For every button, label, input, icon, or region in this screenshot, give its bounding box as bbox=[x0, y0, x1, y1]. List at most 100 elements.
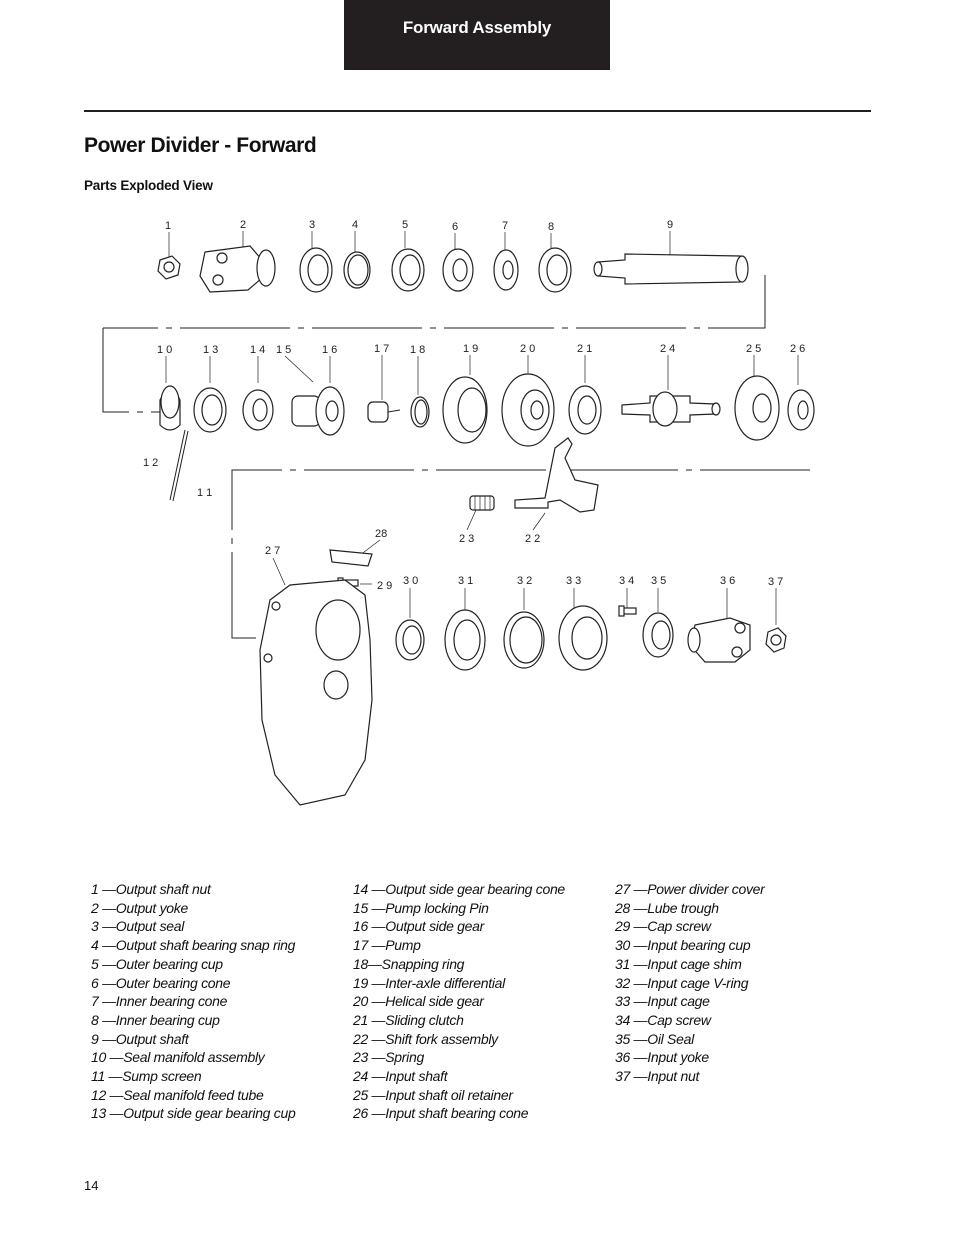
page-title: Power Divider - Forward bbox=[84, 134, 317, 157]
legend-item: 24 —Input shaft bbox=[353, 1068, 448, 1085]
callout-33: 3 3 bbox=[566, 575, 581, 587]
callout-5: 5 bbox=[402, 219, 408, 231]
legend-item: 16 —Output side gear bbox=[353, 918, 484, 935]
input-cage-shim-icon bbox=[444, 609, 486, 671]
output-side-gear-icon bbox=[291, 386, 345, 436]
header-rule bbox=[84, 110, 871, 112]
legend-item: 20 —Helical side gear bbox=[353, 993, 484, 1010]
callout-6: 6 bbox=[452, 221, 458, 233]
callout-37: 3 7 bbox=[768, 576, 783, 588]
output-shaft-icon bbox=[593, 253, 749, 285]
legend-item: 18—Snapping ring bbox=[353, 955, 465, 972]
legend-item: 35 —Oil Seal bbox=[615, 1030, 694, 1047]
input-bearing-cup-icon bbox=[395, 619, 425, 661]
inner-bearing-cup-icon bbox=[538, 247, 572, 293]
input-cage-icon bbox=[558, 605, 608, 671]
row-2-parts bbox=[159, 373, 815, 502]
outer-bearing-cup-icon bbox=[391, 248, 425, 292]
legend-item: 4 —Output shaft bearing snap ring bbox=[91, 937, 296, 954]
input-nut-icon bbox=[765, 627, 787, 653]
section-tab-label: Forward Assembly bbox=[402, 18, 552, 37]
input-cage-v-ring-icon bbox=[503, 611, 545, 669]
feed-tube-icon bbox=[169, 429, 189, 502]
callout-26: 2 6 bbox=[790, 343, 805, 355]
row-1-parts bbox=[157, 245, 749, 293]
legend-item: 22 —Shift fork assembly bbox=[353, 1030, 498, 1047]
legend-item: 31 —Input cage shim bbox=[615, 955, 742, 972]
callout-22: 2 2 bbox=[525, 533, 540, 545]
helical-side-gear-icon bbox=[501, 373, 555, 447]
legend-item: 25 —Input shaft oil retainer bbox=[353, 1086, 513, 1103]
callout-8: 8 bbox=[548, 221, 554, 233]
exploded-view-diagram: 1 2 3 4 5 6 7 8 9 1 0 1 3 1 4 1 5 1 6 1 … bbox=[102, 219, 815, 806]
legend-column-3: 27 —Power divider cover 28 —Lube trough … bbox=[615, 880, 765, 1086]
assembly-guides bbox=[102, 275, 810, 639]
legend-item: 1 —Output shaft nut bbox=[91, 881, 211, 897]
legend-item: 30 —Input bearing cup bbox=[615, 937, 751, 954]
callout-16: 1 6 bbox=[322, 344, 337, 356]
legend-item: 3 —Output seal bbox=[91, 918, 185, 935]
legend-item: 10 —Seal manifold assembly bbox=[91, 1049, 265, 1066]
inner-bearing-cone-icon bbox=[493, 249, 519, 291]
callout-20: 2 0 bbox=[520, 343, 535, 355]
spring-icon bbox=[469, 495, 495, 511]
oil-retainer-icon bbox=[734, 375, 780, 441]
callout-29: 2 9 bbox=[377, 580, 392, 592]
callout-9: 9 bbox=[667, 219, 673, 231]
row-3-parts bbox=[259, 437, 787, 806]
power-divider-cover-icon bbox=[259, 579, 373, 806]
input-shaft-icon bbox=[621, 391, 721, 427]
callout-21: 2 1 bbox=[577, 343, 592, 355]
callout-1: 1 bbox=[165, 220, 171, 232]
callout-36: 3 6 bbox=[720, 575, 735, 587]
output-yoke-icon bbox=[199, 245, 276, 293]
legend-item: 37 —Input nut bbox=[615, 1068, 700, 1085]
legend-item: 26 —Input shaft bearing cone bbox=[353, 1105, 529, 1122]
inter-axle-differential-icon bbox=[442, 376, 488, 444]
legend-item: 9 —Output shaft bbox=[91, 1030, 189, 1047]
callout-15: 1 5 bbox=[276, 344, 291, 356]
callout-11: 1 1 bbox=[197, 487, 212, 499]
legend-item: 23 —Spring bbox=[353, 1049, 424, 1066]
callout-labels: 1 2 3 4 5 6 7 8 9 1 0 1 3 1 4 1 5 1 6 1 … bbox=[143, 219, 805, 592]
callout-27: 2 7 bbox=[265, 545, 280, 557]
callout-32: 3 2 bbox=[517, 575, 532, 587]
legend-item: 34 —Cap screw bbox=[615, 1011, 711, 1028]
legend-item: 8 —Inner bearing cup bbox=[91, 1011, 220, 1028]
legend-item: 28 —Lube trough bbox=[615, 899, 719, 916]
cap-screw-34-icon bbox=[618, 605, 637, 617]
callout-14: 1 4 bbox=[250, 344, 265, 356]
shift-fork-icon bbox=[514, 437, 599, 513]
legend-item: 14 —Output side gear bearing cone bbox=[353, 881, 565, 897]
leader-lines bbox=[165, 231, 799, 625]
outer-bearing-cone-icon bbox=[442, 248, 474, 292]
output-side-gear-cup-icon bbox=[193, 387, 227, 433]
legend-item: 7 —Inner bearing cone bbox=[91, 993, 228, 1010]
lube-trough-icon bbox=[329, 549, 373, 567]
legend-item: 15 —Pump locking Pin bbox=[353, 899, 489, 916]
output-seal-icon bbox=[299, 247, 333, 293]
legend-item: 11 —Sump screen bbox=[91, 1068, 202, 1085]
legend-item: 27 —Power divider cover bbox=[615, 881, 765, 897]
legend-item: 19 —Inter-axle differential bbox=[353, 974, 505, 991]
legend-item: 12 —Seal manifold feed tube bbox=[91, 1086, 264, 1103]
side-gear-cone-icon bbox=[242, 389, 274, 431]
legend-item: 21 —Sliding clutch bbox=[353, 1011, 464, 1028]
page-number: 14 bbox=[84, 1178, 99, 1193]
legend-item: 6 —Outer bearing cone bbox=[91, 974, 231, 991]
oil-seal-icon bbox=[642, 612, 674, 658]
pump-icon bbox=[367, 401, 401, 423]
output-shaft-nut-icon bbox=[157, 255, 181, 280]
legend-column-1: 1 —Output shaft nut 2 —Output yoke 3 —Ou… bbox=[91, 880, 296, 1123]
callout-13: 1 3 bbox=[203, 344, 218, 356]
legend-item: 17 —Pump bbox=[353, 937, 421, 954]
snap-ring-icon bbox=[343, 251, 371, 289]
callout-28: 28 bbox=[375, 528, 387, 540]
legend-item: 13 —Output side gear bearing cup bbox=[91, 1105, 296, 1122]
input-shaft-bearing-cone-icon bbox=[787, 389, 815, 431]
callout-12: 1 2 bbox=[143, 457, 158, 469]
callout-25: 2 5 bbox=[746, 343, 761, 355]
snapping-ring-icon bbox=[410, 396, 430, 428]
callout-31: 3 1 bbox=[458, 575, 473, 587]
sliding-clutch-icon bbox=[568, 385, 602, 435]
